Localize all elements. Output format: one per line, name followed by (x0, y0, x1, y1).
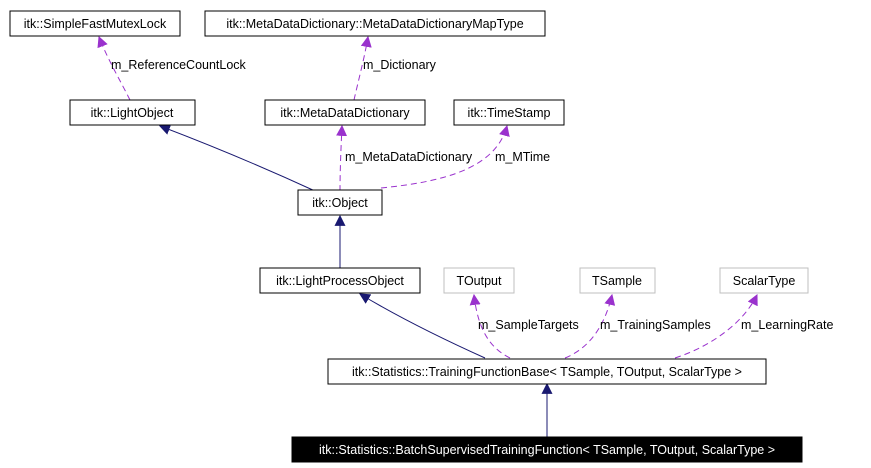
node-label: itk::SimpleFastMutexLock (24, 17, 167, 31)
node-label: itk::Object (312, 196, 368, 210)
node-time-stamp[interactable]: itk::TimeStamp (453, 99, 565, 126)
node-label: itk::TimeStamp (468, 106, 551, 120)
node-meta-data-dictionary[interactable]: itk::MetaDataDictionary (264, 99, 426, 126)
edge-label-meta-data-dictionary: m_MetaDataDictionary (345, 150, 473, 164)
edge-label-training-samples: m_TrainingSamples (600, 318, 711, 332)
node-t-sample: TSample (579, 267, 656, 294)
edge-learning-rate (674, 294, 758, 359)
node-label: ScalarType (733, 274, 796, 288)
node-label: itk::LightObject (91, 106, 174, 120)
node-label: TOutput (457, 274, 502, 288)
edge-training-samples (564, 293, 616, 359)
node-label: itk::Statistics::BatchSupervisedTraining… (319, 443, 775, 457)
edge-inherit-training-base-light-process-object (359, 293, 486, 359)
edge-label-m-time: m_MTime (495, 150, 550, 164)
node-training-function-base[interactable]: itk::Statistics::TrainingFunctionBase< T… (327, 358, 767, 385)
edge-sample-targets (469, 293, 511, 359)
node-t-output: TOutput (443, 267, 515, 294)
edge-reference-count-lock (97, 35, 131, 101)
edge-inherit-object-light-object (158, 124, 316, 192)
node-light-object[interactable]: itk::LightObject (69, 99, 196, 126)
edge-label-learning-rate: m_LearningRate (741, 318, 833, 332)
edge-label-dictionary: m_Dictionary (363, 58, 437, 72)
node-label: itk::Statistics::TrainingFunctionBase< T… (352, 365, 742, 379)
node-label: itk::LightProcessObject (276, 274, 404, 288)
node-label: TSample (592, 274, 642, 288)
node-meta-data-dictionary-map-type[interactable]: itk::MetaDataDictionary::MetaDataDiction… (204, 10, 546, 37)
edge-label-reference-count-lock: m_ReferenceCountLock (111, 58, 247, 72)
node-object[interactable]: itk::Object (297, 189, 383, 216)
edge-label-sample-targets: m_SampleTargets (478, 318, 579, 332)
edge-m-time (380, 124, 510, 189)
node-batch-supervised-training-function: itk::Statistics::BatchSupervisedTraining… (291, 436, 803, 463)
node-simple-fast-mutex-lock[interactable]: itk::SimpleFastMutexLock (9, 10, 181, 37)
edge-dictionary (353, 35, 372, 101)
node-scalar-type: ScalarType (719, 267, 809, 294)
node-label: itk::MetaDataDictionary::MetaDataDiction… (226, 17, 523, 31)
edge-meta-data-dictionary (336, 124, 348, 192)
node-light-process-object[interactable]: itk::LightProcessObject (259, 267, 421, 294)
node-label: itk::MetaDataDictionary (280, 106, 410, 120)
